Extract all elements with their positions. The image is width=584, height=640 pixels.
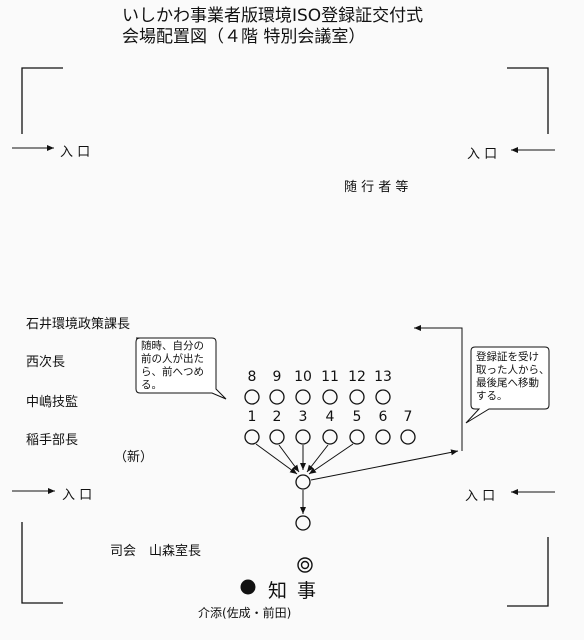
seat-number-3: 3 <box>298 409 308 425</box>
seat-number-6: 6 <box>378 409 388 425</box>
waiting-seat-2 <box>295 515 311 531</box>
attendants-label: 随 行 者 等 <box>344 180 409 195</box>
seat-number-1: 1 <box>247 409 257 425</box>
corner-top-left <box>21 67 63 134</box>
mc-label: 司会 山森室長 <box>110 544 202 559</box>
seat-row-back <box>244 389 391 405</box>
official-3: 中嶋技監 <box>26 395 79 410</box>
callout-right-bubble <box>465 346 550 424</box>
official-4: 稲手部長 <box>26 433 79 448</box>
seat-number-13: 13 <box>374 369 392 385</box>
official-2: 西次長 <box>26 355 66 370</box>
seat-number-9: 9 <box>272 369 282 385</box>
seat-number-8: 8 <box>247 369 257 385</box>
callout-right-text: 登録証を受け 取った人から、 最後尾へ移動 する。 <box>476 351 550 402</box>
corner-bottom-left <box>21 522 63 604</box>
converge-arrows <box>255 443 354 475</box>
callout-left-text: 随時、自分の 前の人が出た ら、前へつめ る。 <box>141 340 204 391</box>
seat-number-2: 2 <box>272 409 282 425</box>
seat-number-5: 5 <box>352 409 362 425</box>
corner-bottom-right <box>507 537 549 607</box>
entrance-bottom-left: 入 口 <box>62 488 93 503</box>
governor-label: 知 事 <box>268 580 319 602</box>
seat-number-10: 10 <box>294 369 312 385</box>
seat-row-front <box>244 429 416 445</box>
governor-marker <box>297 557 313 573</box>
new-label: （新） <box>114 450 154 465</box>
black-dot-icon <box>240 579 256 595</box>
seat-number-12: 12 <box>348 369 366 385</box>
return-arrow-up <box>414 325 463 451</box>
entrance-bottom-right: 入 口 <box>465 489 496 504</box>
corner-top-right <box>507 67 549 134</box>
title-line-1: いしかわ事業者版環境ISO登録証交付式 <box>122 6 424 26</box>
return-arrow-diagonal <box>310 449 459 481</box>
title-line-2: 会場配置図（４階 特別会議室） <box>122 27 366 47</box>
callout-left-bubble <box>135 337 227 400</box>
waiting-seat-1 <box>295 474 311 490</box>
seat-number-11: 11 <box>321 369 339 385</box>
entrance-top-right: 入 口 <box>467 147 498 162</box>
entrance-top-left: 入 口 <box>60 145 91 160</box>
seat-number-4: 4 <box>325 409 335 425</box>
official-1: 石井環境政策課長 <box>26 317 131 332</box>
seat-number-7: 7 <box>403 409 413 425</box>
assistants-label: 介添(佐成・前田) <box>198 606 292 620</box>
